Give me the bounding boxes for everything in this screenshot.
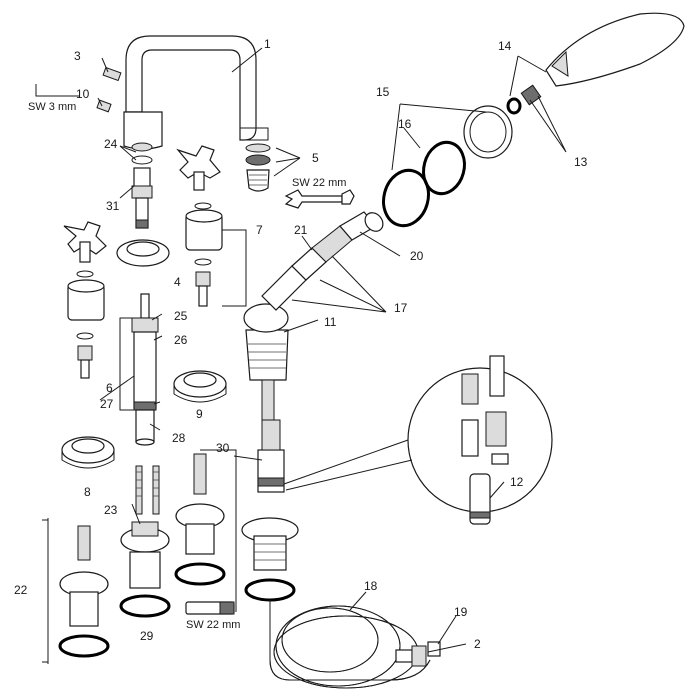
callout-1: 1: [264, 37, 271, 51]
hose-connector-21: [261, 211, 384, 311]
callout-12: 12: [510, 475, 524, 489]
callout-24: 24: [104, 137, 118, 151]
callout-22: 22: [14, 583, 28, 597]
callout-27: 27: [100, 397, 114, 411]
callout-18: 18: [364, 579, 378, 593]
grub-screw: [96, 66, 122, 113]
spout: [123, 35, 269, 150]
callout-26: 26: [174, 333, 188, 347]
mounting-bolts: [135, 465, 160, 515]
callout-16: 16: [398, 117, 412, 131]
detail-magnifier-icon: [283, 355, 553, 525]
hose-weight-11: [243, 303, 289, 421]
callout-19: 19: [454, 605, 468, 619]
callout-14: 14: [498, 39, 512, 53]
callout-30: 30: [216, 441, 230, 455]
aerator-set: [245, 143, 271, 192]
connector-right: [174, 449, 237, 612]
hose-guide-30: [241, 419, 299, 602]
connector-left-22: [42, 518, 110, 664]
valve-cartridge-24: [131, 142, 153, 229]
callout-11: 11: [324, 315, 337, 329]
cross-handle-right: [176, 145, 221, 191]
callout-6: 6: [106, 381, 113, 395]
left-valve-body: [67, 270, 105, 379]
leader-lines: [97, 47, 567, 653]
callout-10: 10: [76, 87, 90, 101]
callout-4: 4: [174, 275, 181, 289]
callout-15: 15: [376, 85, 390, 99]
cross-handle-left: [63, 221, 107, 263]
allen-key-size: SW 3 mm: [28, 101, 76, 113]
rosette-8: [61, 436, 115, 469]
allen-key-icon: [35, 84, 80, 97]
rosette-9: [173, 370, 227, 403]
spanner-size: SW 22 mm: [292, 177, 346, 189]
right-valve-body-7: [185, 202, 223, 307]
callout-5: 5: [312, 151, 319, 165]
body-23: [119, 521, 171, 618]
hand-shower: [506, 12, 685, 115]
callout-3: 3: [74, 49, 81, 63]
flange-rosette-4: [116, 239, 170, 267]
shower-hose-18: [269, 600, 441, 689]
callout-2: 2: [474, 637, 481, 651]
socket-size: SW 22 mm: [186, 619, 240, 631]
callout-23: 23: [104, 503, 118, 517]
callout-28: 28: [172, 431, 186, 445]
diverter-6: [119, 293, 159, 446]
callout-13: 13: [574, 155, 588, 169]
seal-rings-15-16: [382, 105, 513, 228]
callout-31: 31: [106, 199, 120, 213]
spanner-icon: [284, 189, 355, 209]
callout-9: 9: [196, 407, 203, 421]
callout-labels: 1 3 10 5 24 31 7 4 25 26 6 27 9 28 8 30 …: [14, 37, 588, 651]
tool-notes: SW 3 mm SW 22 mm SW 22 mm: [28, 101, 346, 631]
callout-17: 17: [394, 301, 408, 315]
socket-wrench-icon: [185, 601, 235, 615]
callout-21: 21: [294, 223, 308, 237]
callout-29: 29: [140, 629, 154, 643]
callout-25: 25: [174, 309, 188, 323]
callout-20: 20: [410, 249, 424, 263]
callout-7: 7: [256, 223, 263, 237]
bracket-7: [222, 229, 247, 307]
callout-8: 8: [84, 485, 91, 499]
